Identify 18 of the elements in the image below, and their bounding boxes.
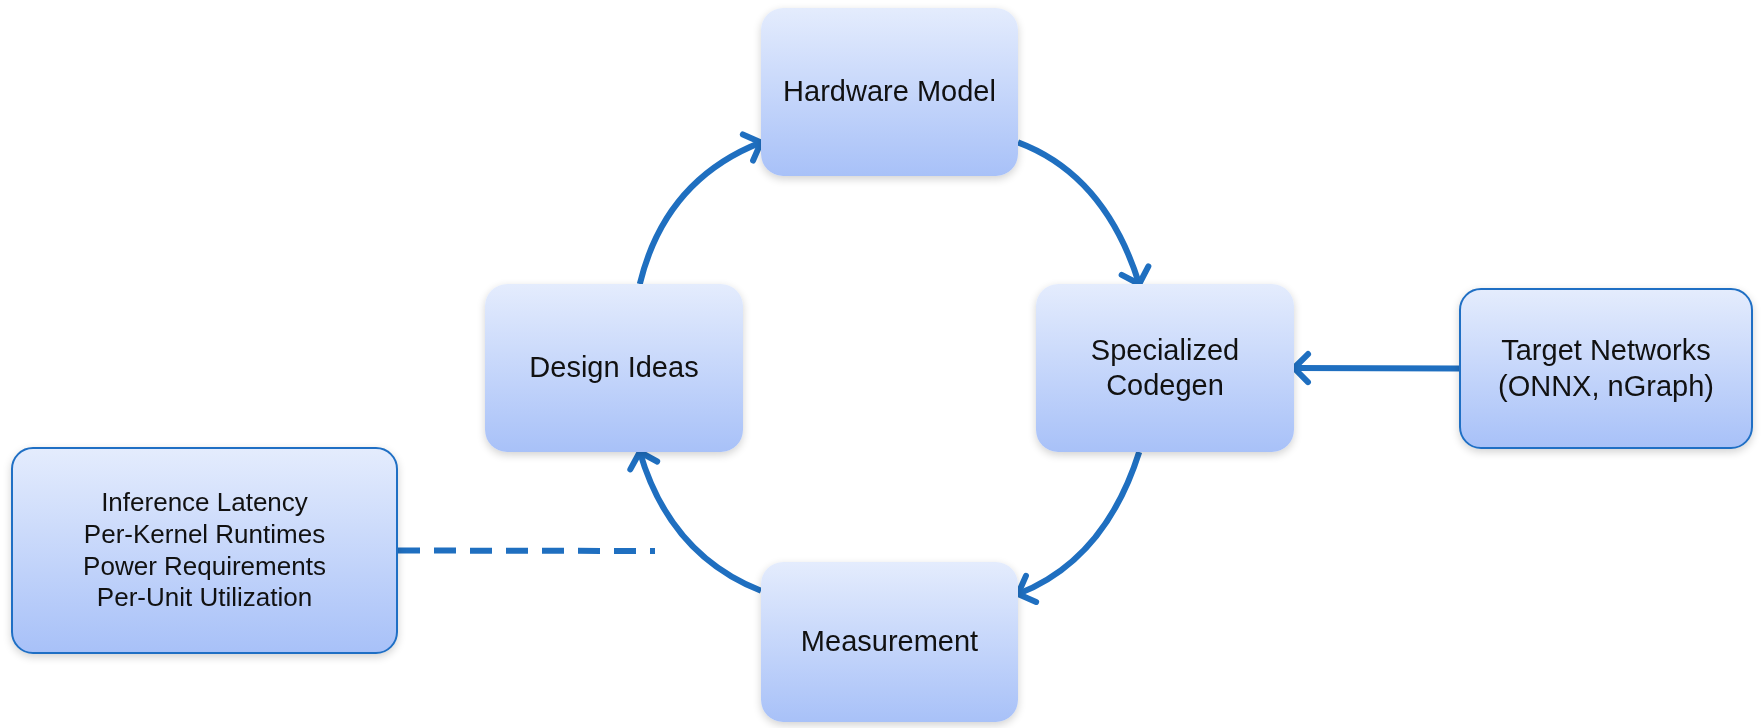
box-text: Measurement	[800, 624, 979, 660]
box-text: Target Networks (ONNX, nGraph)	[1497, 333, 1715, 404]
process-box	[1459, 288, 1753, 449]
arrow	[627, 449, 763, 594]
arrow	[1016, 139, 1151, 287]
box-text: Specialized Codegen	[1089, 332, 1241, 403]
dashed-line	[398, 547, 655, 554]
box-text: Design Ideas	[529, 350, 699, 386]
process-box	[761, 562, 1018, 722]
box-text: Hardware Model	[783, 74, 996, 110]
process-box	[1036, 284, 1294, 452]
process-box	[11, 447, 398, 654]
box-text: Per-Kernel Runtimes	[83, 518, 326, 551]
process-box	[761, 8, 1018, 176]
box-text: Power Requirements	[83, 550, 326, 583]
box-text: Per-Unit Utilization	[96, 582, 313, 614]
process-box	[485, 284, 743, 452]
box-text: Inference Latency	[101, 487, 308, 519]
